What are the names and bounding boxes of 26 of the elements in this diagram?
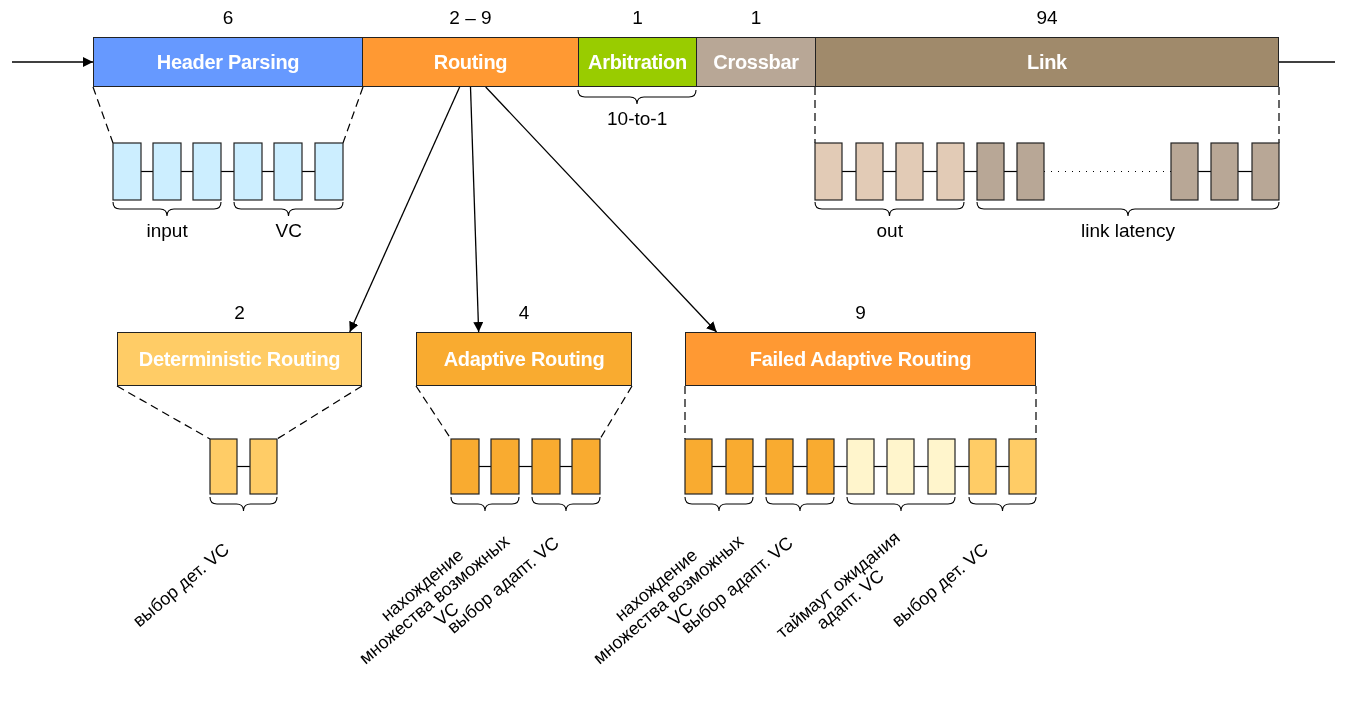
latency-value: 1: [750, 7, 762, 29]
bracket-label: out: [876, 220, 903, 242]
latency-value: 1: [632, 7, 643, 29]
pipeline-stage: Link: [815, 37, 1279, 87]
latency-value: 9: [855, 302, 866, 324]
arrow: [11, 57, 94, 67]
bracket-label: VC: [275, 220, 302, 242]
pipeline-stage: Crossbar: [696, 37, 816, 87]
pipeline-stage: Routing: [362, 37, 579, 87]
latency-value: 4: [518, 302, 530, 324]
routing-stage: Adaptive Routing: [416, 332, 632, 386]
latency-value: 6: [222, 7, 234, 29]
routing-stage: Failed Adaptive Routing: [685, 332, 1036, 386]
routing-stage: Deterministic Routing: [117, 332, 362, 386]
bracket-label: link latency: [1081, 220, 1175, 242]
connector-line: [1278, 61, 1336, 63]
pipeline-stage: Arbitration: [578, 37, 697, 87]
arrow: [469, 86, 484, 333]
pipeline-stage: Header Parsing: [93, 37, 363, 87]
latency-value: 94: [1036, 7, 1058, 29]
arrow: [349, 86, 461, 333]
bracket-label: 10-to-1: [607, 108, 668, 130]
bracket-label: input: [146, 220, 188, 242]
latency-value: 2 – 9: [449, 7, 492, 29]
arrow: [485, 86, 718, 333]
latency-value: 2: [234, 302, 245, 324]
